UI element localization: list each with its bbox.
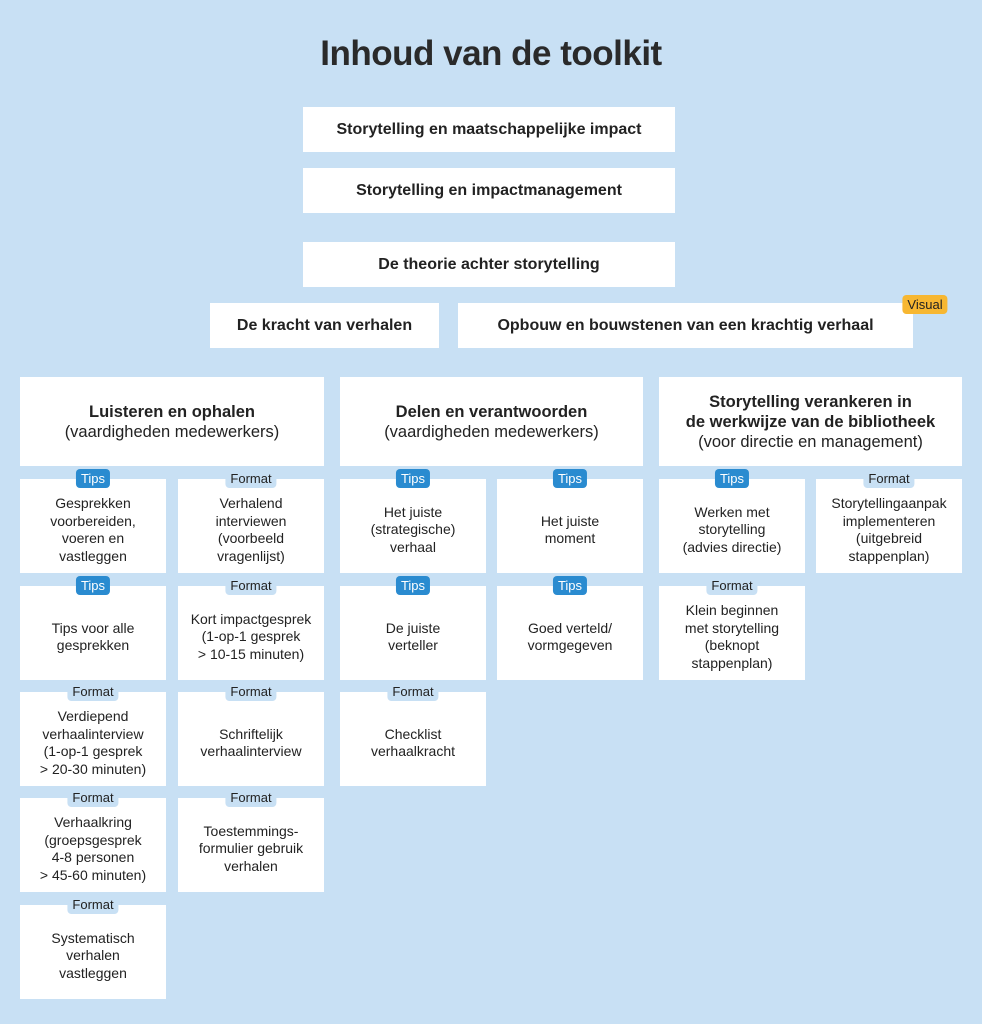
tips-badge: Tips — [395, 469, 431, 488]
column-heading-title: Luisteren en ophalen — [89, 402, 255, 421]
card-label: Kort impactgesprek (1-op-1 gesprek > 10-… — [190, 610, 312, 662]
box-maatschappelijke-impact[interactable]: Storytelling en maatschappelijke impact — [303, 107, 675, 152]
column-heading-sub: (voor directie en management) — [698, 432, 923, 451]
card-label: Systematisch verhalen vastleggen — [51, 929, 135, 981]
box-theorie[interactable]: De theorie achter storytelling — [303, 242, 675, 287]
format-badge: Format — [387, 682, 439, 701]
column-heading-luisteren: Luisteren en ophalen (vaardigheden medew… — [20, 377, 324, 466]
tips-badge: Tips — [552, 469, 588, 488]
card-label: Gesprekken voorbereiden, voeren en vastl… — [50, 495, 136, 564]
card-label: De juiste verteller — [385, 619, 441, 654]
card-label: Schriftelijk verhaalinterview — [200, 725, 302, 760]
format-badge: Format — [863, 469, 915, 488]
card-label: Toestemmings- formulier gebruik verhalen — [198, 822, 304, 874]
tips-badge: Tips — [395, 576, 431, 595]
column-heading-title: Storytelling verankeren in de werkwijze … — [685, 392, 936, 431]
format-badge: Format — [67, 895, 119, 914]
tips-badge: Tips — [552, 576, 588, 595]
card-label: Werken met storytelling (advies directie… — [682, 503, 782, 555]
box-opbouw-bouwstenen[interactable]: Opbouw en bouwstenen van een krachtig ve… — [458, 303, 913, 348]
column-heading-verankeren: Storytelling verankeren in de werkwijze … — [659, 377, 962, 466]
column-heading-delen: Delen en verantwoorden (vaardigheden med… — [340, 377, 643, 466]
card-label: Checklist verhaalkracht — [370, 725, 456, 760]
page-title: Inhoud van de toolkit — [320, 34, 662, 73]
format-badge: Format — [706, 576, 758, 595]
column-heading-title: Delen en verantwoorden — [395, 402, 588, 421]
box-impactmanagement[interactable]: Storytelling en impactmanagement — [303, 168, 675, 213]
card-label: Het juiste (strategische) verhaal — [370, 503, 456, 555]
visual-badge: Visual — [902, 295, 948, 314]
card-label: Klein beginnen met storytelling (beknopt… — [684, 602, 780, 671]
box-kracht-van-verhalen[interactable]: De kracht van verhalen — [210, 303, 439, 348]
format-badge: Format — [225, 469, 277, 488]
tips-badge: Tips — [75, 576, 111, 595]
column-heading-sub: (vaardigheden medewerkers) — [64, 422, 280, 441]
column-heading-sub: (vaardigheden medewerkers) — [384, 422, 599, 441]
format-badge: Format — [67, 788, 119, 807]
format-badge: Format — [67, 682, 119, 701]
card-label: Het juiste moment — [540, 512, 600, 547]
card-label: Verhalend interviewen (voorbeeld vragenl… — [215, 495, 287, 564]
topic-card[interactable]: Tips De juiste verteller — [340, 576, 486, 680]
tips-badge: Tips — [714, 469, 750, 488]
card-label: Storytellingaanpak implementeren (uitgeb… — [831, 495, 947, 564]
tips-badge: Tips — [75, 469, 111, 488]
card-label: Verdiepend verhaalinterview (1-op-1 gesp… — [39, 708, 147, 777]
format-badge: Format — [225, 788, 277, 807]
card-label: Goed verteld/ vormgegeven — [527, 619, 613, 654]
format-badge: Format — [225, 576, 277, 595]
format-badge: Format — [225, 682, 277, 701]
card-label: Verhaalkring (groepsgesprek 4-8 personen… — [39, 814, 147, 883]
card-label: Tips voor alle gesprekken — [51, 619, 135, 654]
